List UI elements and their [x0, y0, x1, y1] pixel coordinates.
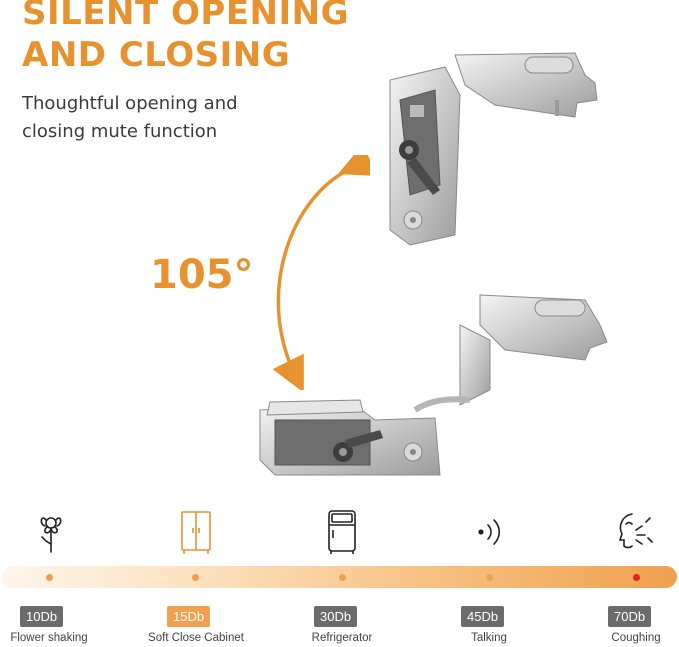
subtitle-line-2: closing mute function [22, 121, 218, 142]
level-badge-30db: 30Db [314, 606, 358, 627]
level-label-refrigerator: Refrigerator [311, 632, 373, 644]
subtitle: Thoughtful opening and closing mute func… [22, 90, 238, 146]
coughing-icon [618, 513, 653, 549]
hinge-open-image [389, 52, 598, 246]
refrigerator-icon [328, 510, 356, 554]
scale-dot-30db [339, 574, 346, 581]
level-badge-45db: 45Db [461, 606, 505, 627]
page-title: SILENT OPENING AND CLOSING [22, 0, 349, 76]
title-line-1: SILENT OPENING [22, 0, 350, 33]
level-label-flower-shaking: Flower shaking [10, 632, 88, 644]
level-badge-70db: 70Db [608, 606, 652, 627]
subtitle-line-1: Thoughtful opening and [22, 93, 238, 114]
scale-dot-10db [46, 574, 53, 581]
hinge-closed-image [259, 294, 608, 476]
scale-dot-15db [192, 574, 199, 581]
rotation-arc-icon [272, 155, 370, 390]
flower-icon [40, 517, 62, 553]
title-line-2: AND CLOSING [22, 35, 291, 75]
level-badge-10db: 10Db [20, 606, 64, 627]
level-label-soft-close-cabinet: Soft Close Cabinet [148, 632, 244, 644]
scale-dot-45db [486, 574, 493, 581]
cabinet-icon [181, 511, 211, 554]
scale-dot-70db [633, 574, 640, 581]
level-badge-15db: 15Db [167, 606, 211, 627]
angle-label: 105° [150, 252, 254, 298]
level-label-coughing: Coughing [611, 632, 661, 644]
talking-icon [478, 519, 501, 545]
level-label-talking: Talking [471, 632, 507, 644]
